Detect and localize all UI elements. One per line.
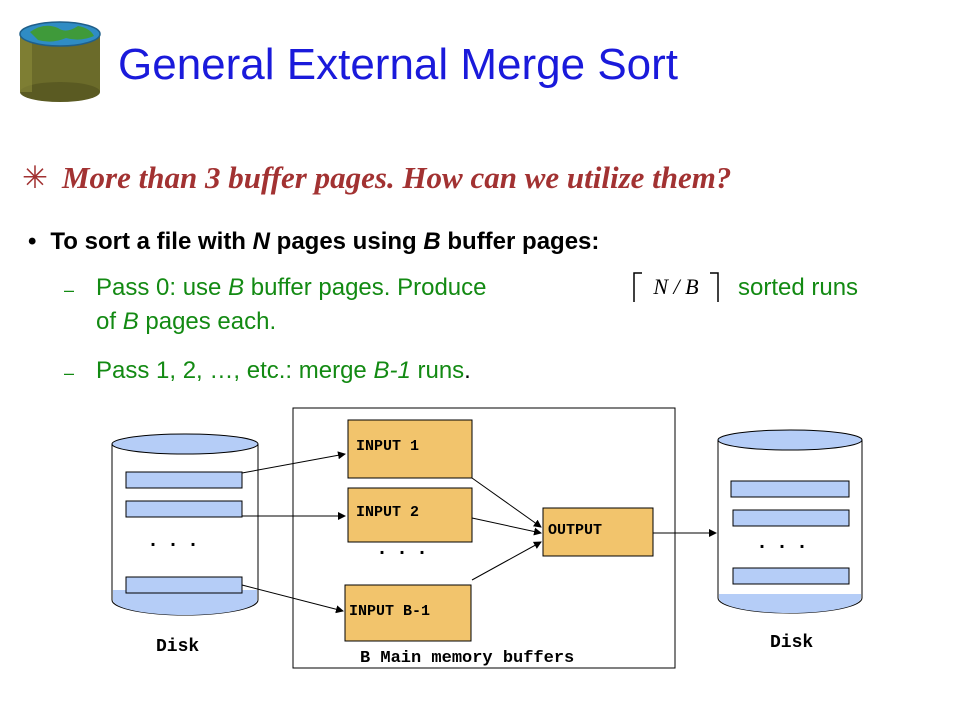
var-N: N — [252, 228, 270, 255]
formula-text: N / B — [653, 274, 699, 299]
input-2-buffer — [347, 487, 473, 543]
globe-database-icon — [19, 21, 101, 102]
arrow-input-b-1-to-output — [471, 541, 542, 581]
sub-bullet-1-tail: sorted runs — [738, 274, 859, 301]
sub-bullet-1-line-1: Pass 0: use B buffer pages. Produce — [96, 274, 486, 302]
sub1-var-B2: B — [122, 308, 139, 335]
left-disk-icon — [111, 433, 259, 616]
sub1-var-B: B — [228, 274, 245, 301]
var-B: B — [423, 228, 441, 255]
ceiling-brackets — [633, 272, 719, 302]
bullet-dot-icon: • — [28, 228, 37, 255]
sub2-var-Bm1: B-1 — [373, 357, 411, 384]
bullet-main: • To sort a file with N pages using B buf… — [28, 228, 599, 256]
right-disk-dots: ... — [756, 532, 817, 555]
slide-title: General External Merge Sort — [118, 40, 679, 89]
arrow-input-1-to-output — [471, 477, 542, 528]
output-label: OUTPUT — [548, 522, 603, 539]
bullet-text-3: buffer pages: — [440, 228, 600, 255]
dash-icon: – — [64, 280, 75, 300]
arrow-disk-to-input-b-1 — [241, 584, 344, 614]
right-disk-label: Disk — [770, 633, 814, 653]
input-1-buffer — [347, 419, 473, 479]
sub-bullet-1-line-2: of B pages each. — [96, 308, 276, 336]
bullet-text-1: To sort a file with — [50, 228, 253, 255]
sub1-text-2: buffer pages. Produce — [244, 274, 487, 301]
input-dots: ... — [376, 538, 437, 561]
sub1-text-5: pages each. — [138, 308, 277, 335]
input-b-1-buffer — [344, 584, 472, 642]
arrow-input-2-to-output — [471, 517, 542, 536]
input-b-1-label: INPUT B-1 — [349, 603, 431, 620]
output-buffer — [542, 507, 654, 557]
input-2-label: INPUT 2 — [356, 504, 420, 521]
sub2-text-2: runs — [410, 357, 465, 384]
left-disk-dots: ... — [147, 530, 208, 553]
question-line: ✳ More than 3 buffer pages. How can we ut… — [22, 160, 731, 196]
input-1-label: INPUT 1 — [356, 438, 420, 455]
sub1-text-1: Pass 0: use — [96, 274, 229, 301]
memory-buffers-label: B Main memory buffers — [360, 649, 575, 668]
star-bullet-icon: ✳ — [22, 160, 48, 195]
right-disk-icon — [717, 429, 863, 614]
sub-bullet-2: Pass 1, 2, …, etc.: merge B-1 runs. — [96, 357, 471, 385]
arrow-disk-to-input-1 — [241, 451, 346, 474]
bullet-text-2: pages using — [269, 228, 424, 255]
sub1-text-4: of — [96, 308, 123, 335]
sub2-period: . — [464, 357, 471, 384]
question-text: More than 3 buffer pages. How can we uti… — [61, 160, 732, 195]
ceiling-formula: N / B — [628, 270, 724, 304]
sub2-text-1: Pass 1, 2, …, etc.: merge — [96, 357, 374, 384]
left-disk-label: Disk — [156, 637, 200, 657]
dash-icon: – — [64, 363, 75, 383]
